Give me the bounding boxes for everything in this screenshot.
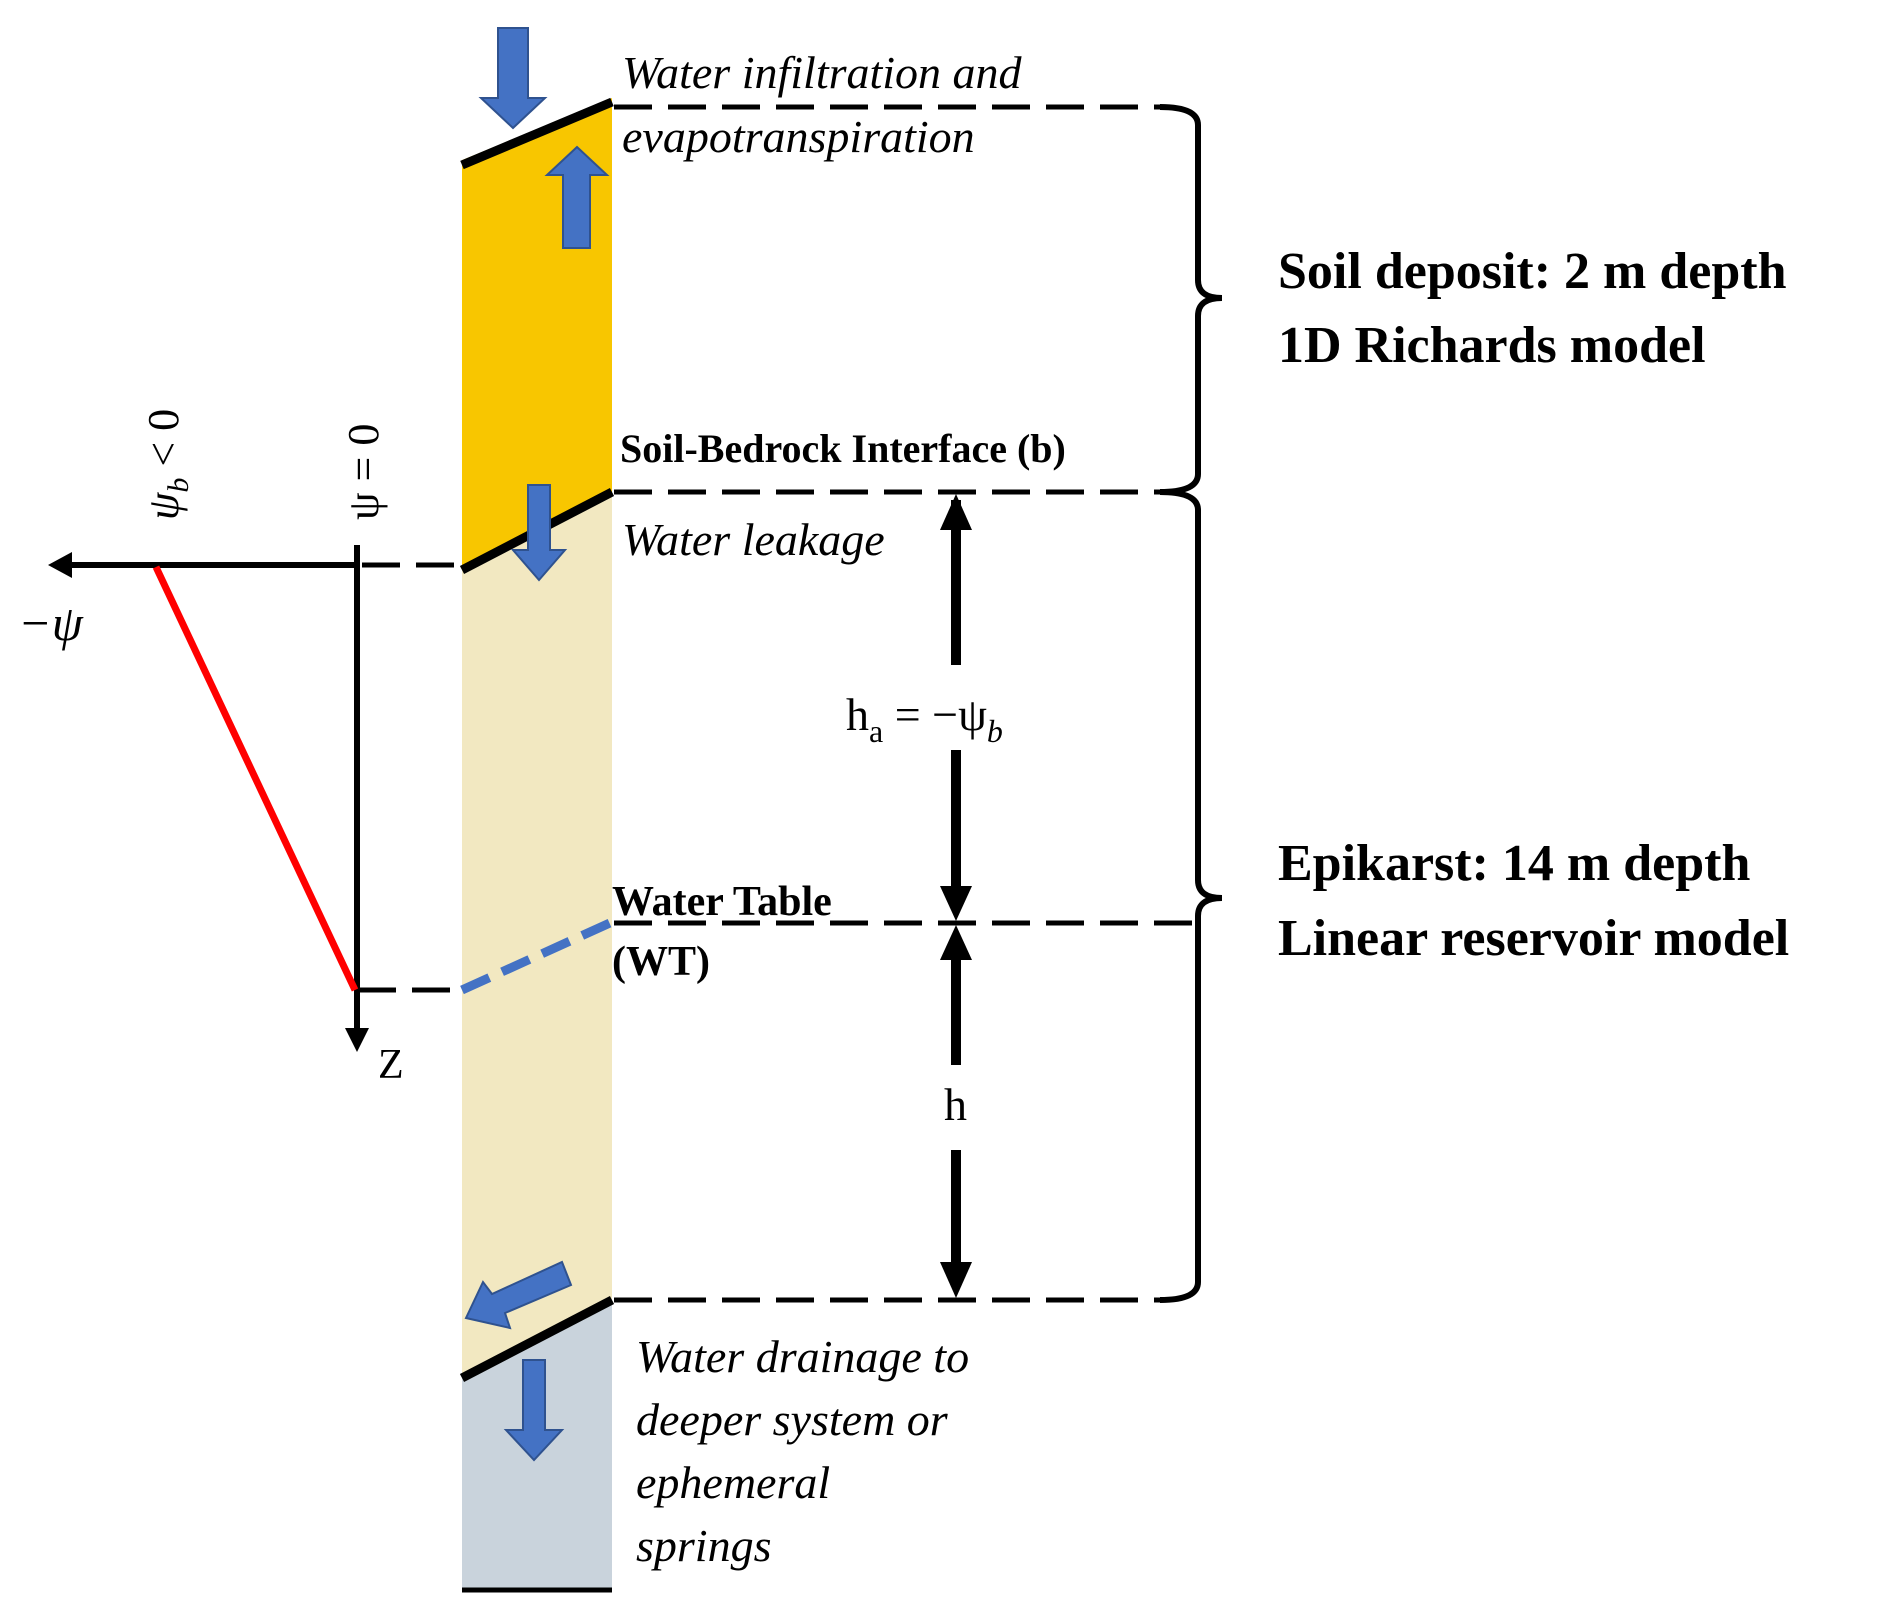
ha-arrowhead-down (940, 886, 972, 921)
drainage-label-line1: Water drainage to (636, 1331, 969, 1382)
pressure-profile (48, 545, 369, 1052)
drainage-label-line2: deeper system or (636, 1394, 949, 1445)
ha-symbol: h (846, 689, 869, 740)
soil-brace (1159, 104, 1223, 495)
dashed-levels (358, 104, 1205, 1303)
water-table-blue-dashed-line (460, 917, 614, 995)
lateral-drainage-arrow-icon (464, 1260, 573, 1330)
water-table-label-line2: (WT) (612, 939, 710, 985)
psi-b-subscript: b (162, 478, 195, 493)
z-axis-arrowhead (345, 1028, 369, 1052)
psi-zero-label: ψ = 0 (339, 424, 388, 520)
infiltration-arrow-down-icon (478, 27, 548, 130)
epikarst-layer-model: Linear reservoir model (1278, 910, 1789, 967)
epikarst-layer-title: Epikarst: 14 m depth (1278, 835, 1750, 892)
psi-axis-arrowhead (48, 552, 72, 578)
leakage-arrow-down-icon (510, 484, 568, 582)
drainage-label-line3: ephemeral (636, 1457, 830, 1508)
flux-arrows (464, 27, 610, 1462)
soil-layer-title: Soil deposit: 2 m depth (1278, 243, 1787, 300)
epikarst-base-line (459, 1296, 615, 1382)
deep-drainage-arrow-down-icon (503, 1359, 565, 1462)
evapotranspiration-arrow-up-icon (544, 145, 610, 249)
epikarst-brace (1159, 489, 1223, 1303)
psi-b-label: ψb < 0 (139, 409, 195, 520)
infiltration-label-line2: evapotranspiration (622, 111, 975, 162)
psi-axis-label: −ψ (18, 595, 84, 651)
epikarst-layer (462, 492, 612, 1378)
soil-layer-model: 1D Richards model (1278, 317, 1706, 374)
water-table-label-line1: Water Table (612, 879, 832, 925)
infiltration-label-line1: Water infiltration and (622, 47, 1023, 98)
h-arrowhead-up (940, 925, 972, 960)
ha-rhs: = −ψ (883, 689, 987, 740)
z-axis-label: Z (378, 1042, 404, 1088)
psi-b-symbol: ψ (139, 492, 188, 520)
ground-surface-line (460, 97, 614, 170)
interface-label: Soil-Bedrock Interface (b) (620, 426, 1066, 471)
h-label: h (944, 1079, 967, 1130)
ha-rhs-subscript: b (987, 713, 1003, 749)
leakage-label: Water leakage (622, 514, 885, 565)
dimension-arrows (940, 494, 972, 1298)
h-arrowhead-down (940, 1262, 972, 1298)
pressure-head-profile-line (152, 565, 359, 992)
ha-subscript: a (869, 713, 883, 749)
ha-arrowhead-up (940, 494, 972, 530)
psi-b-relation: < 0 (139, 409, 188, 478)
braces (1159, 104, 1223, 1303)
drainage-label-line4: springs (636, 1520, 771, 1571)
ha-equation: ha = −ψb (846, 689, 1003, 749)
